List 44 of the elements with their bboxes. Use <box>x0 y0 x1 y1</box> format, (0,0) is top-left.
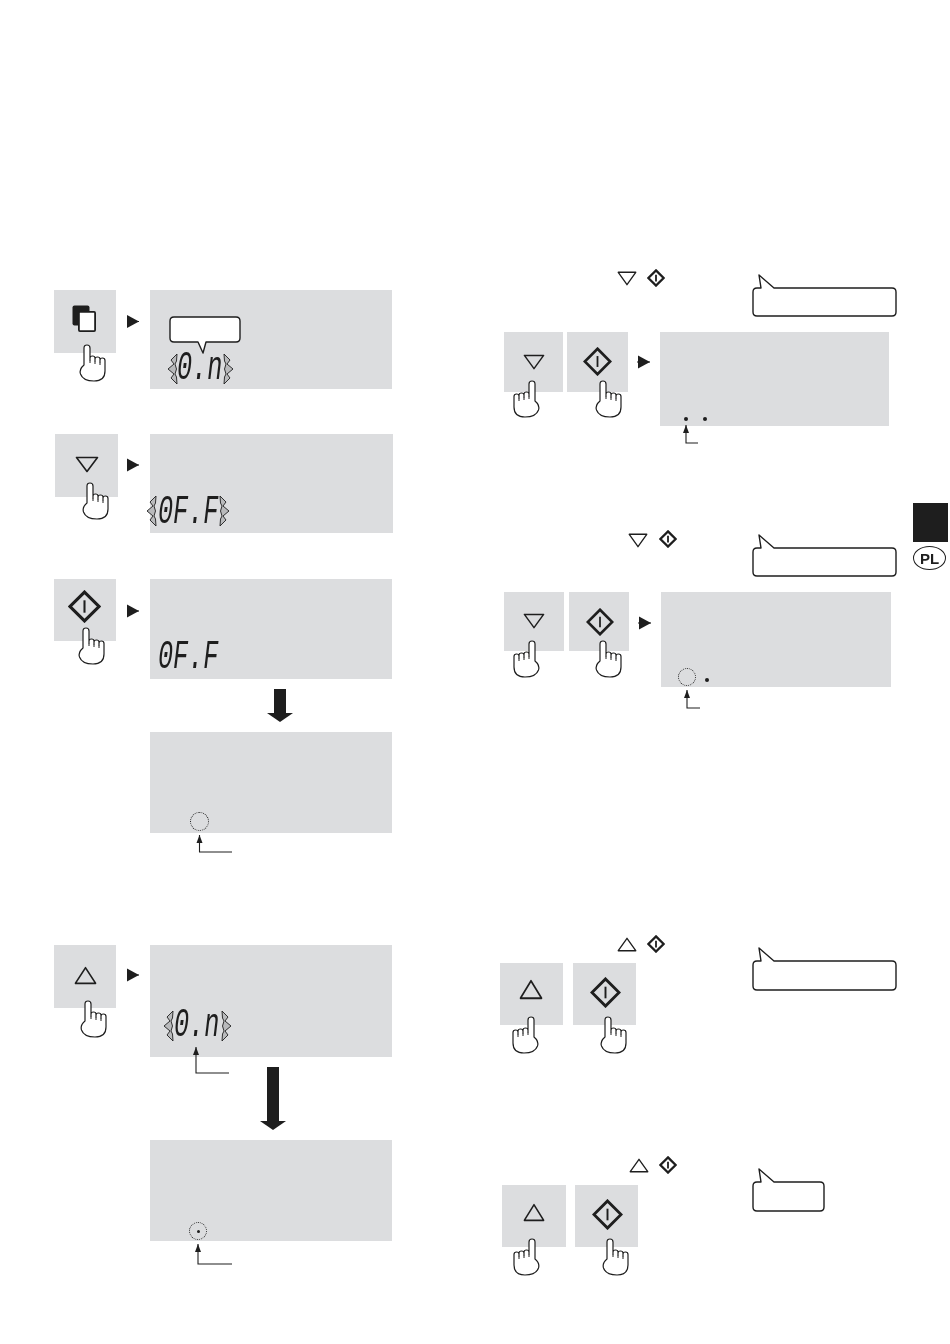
control-key <box>500 963 563 1025</box>
control-key <box>54 290 116 353</box>
language-code: PL <box>919 550 940 566</box>
control-key <box>575 1185 638 1247</box>
display-panel <box>150 434 393 533</box>
leader-line <box>195 1243 233 1265</box>
step-arrow <box>636 355 651 369</box>
control-key <box>54 579 116 641</box>
control-key <box>504 592 564 651</box>
step-arrow <box>637 616 652 630</box>
display-readout: 0.n <box>177 354 223 384</box>
block-arrow <box>267 689 293 722</box>
display-panel <box>150 290 392 389</box>
leader-line <box>684 689 701 709</box>
step-arrow <box>126 315 140 328</box>
speech-bubble <box>752 274 897 317</box>
display-readout: 0F.F <box>158 643 219 673</box>
step-arrow <box>126 604 140 618</box>
speech-bubble <box>752 947 897 991</box>
leader-line <box>196 834 233 853</box>
display-panel <box>150 945 392 1057</box>
step-arrow <box>126 458 140 472</box>
display-readout: 0F.F <box>158 498 219 528</box>
control-key <box>567 332 628 392</box>
step-arrow <box>126 968 140 982</box>
leader-line <box>683 424 699 444</box>
display-panel <box>660 332 889 426</box>
control-key <box>55 434 118 497</box>
indicator-dot <box>684 417 688 421</box>
control-key <box>569 592 629 651</box>
block-arrow <box>260 1067 286 1130</box>
control-key <box>54 945 116 1008</box>
speech-bubble <box>752 1168 825 1212</box>
display-panel <box>150 1140 392 1241</box>
leader-line <box>193 1046 230 1074</box>
control-key <box>502 1185 566 1247</box>
control-key <box>504 332 563 392</box>
speech-bubble <box>169 316 241 354</box>
display-readout: 0.n <box>174 1011 220 1041</box>
display-panel <box>150 732 392 833</box>
control-key <box>573 963 636 1025</box>
display-panel <box>661 592 891 687</box>
speech-bubble <box>752 534 897 577</box>
display-panel <box>150 579 392 679</box>
